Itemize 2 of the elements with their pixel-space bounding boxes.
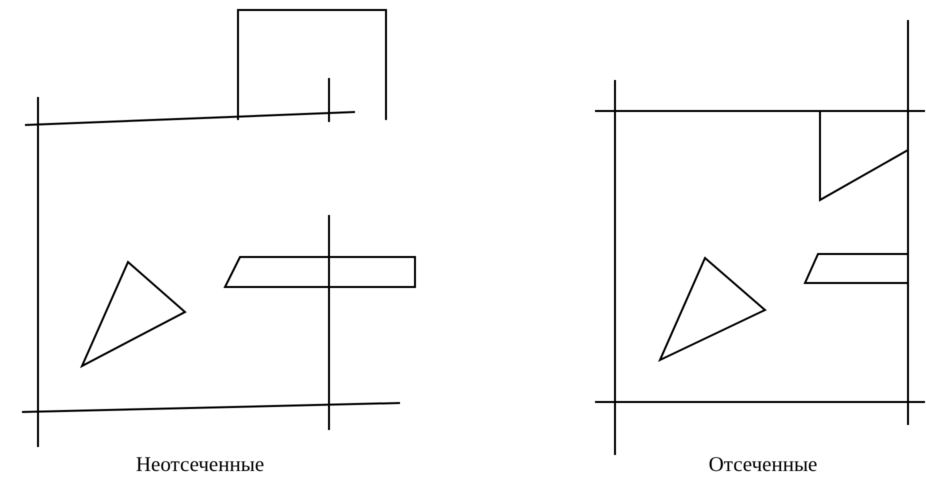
unclipped-caption: Неотсеченные [136,452,264,477]
clipped-caption: Отсеченные [708,452,818,477]
